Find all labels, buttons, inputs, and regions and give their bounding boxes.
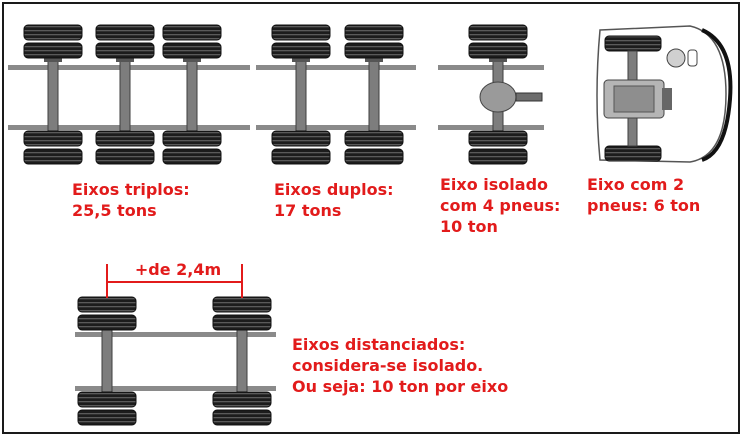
chassis-rail-bottom: [75, 386, 276, 391]
front-tire-top: [604, 35, 662, 52]
caption-line: com 4 pneus:: [440, 196, 561, 215]
axle-1: [23, 24, 83, 165]
caption-line: Ou seja: 10 ton por eixo: [292, 377, 509, 396]
double-axle-caption: Eixos duplos: 17 tons: [274, 179, 394, 221]
front-axle-2-tires: [596, 25, 733, 163]
spaced-axles-group: [75, 264, 276, 426]
caption-line: Eixos duplos:: [274, 180, 394, 199]
reservoir: [687, 49, 698, 67]
bumper: [701, 28, 733, 162]
chassis-rail-bottom: [256, 125, 416, 130]
chassis-rail-top: [75, 332, 276, 337]
engine-head: [613, 85, 655, 113]
caption-line: Eixos triplos:: [72, 180, 190, 199]
single-axle-4-tires: [438, 24, 544, 165]
caption-line: Eixos distanciados:: [292, 335, 466, 354]
axle-3: [162, 24, 222, 165]
spaced-axle-2: [212, 296, 272, 426]
driveshaft: [515, 92, 543, 102]
caption-line: considera-se isolado.: [292, 356, 484, 375]
axle-spacing-label: +de 2,4m: [134, 260, 222, 279]
caption-line: Eixo com 2: [587, 175, 685, 194]
chassis-rail-top: [256, 65, 416, 70]
triple-axle-caption: Eixos triplos: 25,5 tons: [72, 179, 190, 221]
dimension-line: [106, 264, 243, 298]
front-tire-bottom: [604, 145, 662, 162]
caption-line: pneus: 6 ton: [587, 196, 701, 215]
triple-axle-group: [8, 24, 250, 165]
double-axle-group: [256, 24, 416, 165]
chassis-rail-top: [438, 65, 544, 70]
chassis-rail-bottom: [438, 125, 544, 130]
axle-2: [95, 24, 155, 165]
spaced-axle-1: [77, 296, 137, 426]
steering-box-icon: [666, 48, 686, 68]
single-axle-caption: Eixo isolado com 4 pneus: 10 ton: [440, 174, 560, 237]
caption-line: 17 tons: [274, 201, 342, 220]
caption-line: 10 ton: [440, 217, 498, 236]
front-axle-caption: Eixo com 2 pneus: 6 ton: [587, 174, 700, 216]
axle-1: [271, 24, 331, 165]
axle-illustrations: [8, 24, 733, 426]
differential-icon: [479, 81, 517, 113]
axle-2: [344, 24, 404, 165]
radiator: [662, 88, 672, 110]
caption-line: 25,5 tons: [72, 201, 157, 220]
caption-line: Eixo isolado: [440, 175, 549, 194]
spaced-axles-caption: Eixos distanciados: considera-se isolado…: [292, 334, 508, 397]
